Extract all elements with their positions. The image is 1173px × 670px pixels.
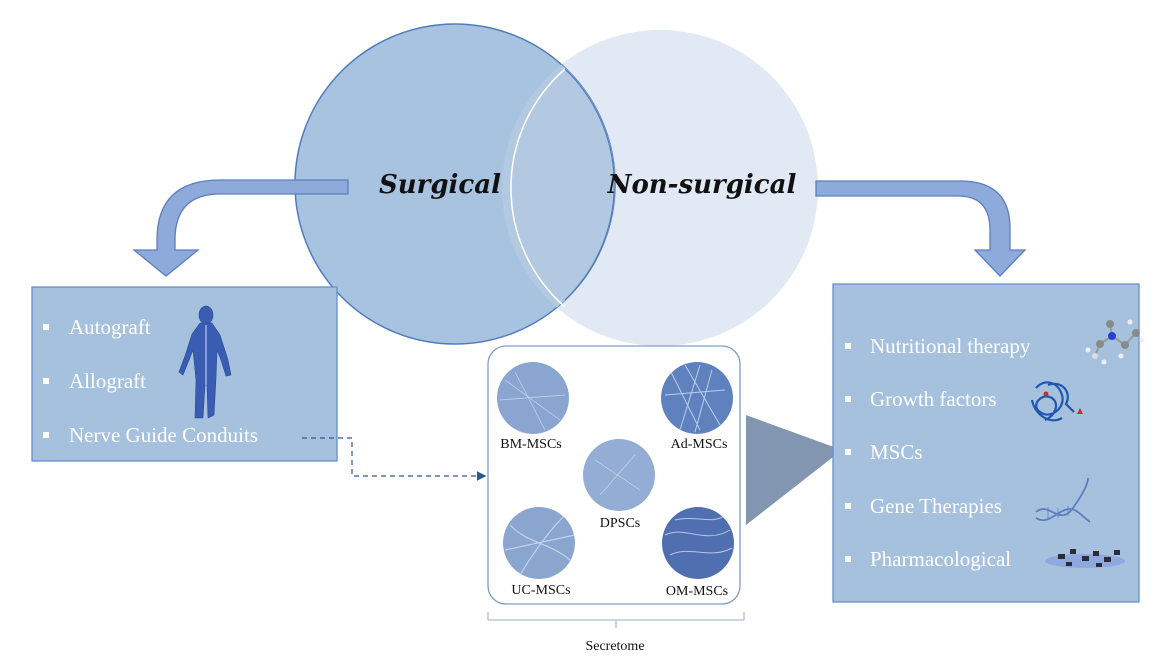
cell-bm-mscs: BM-MSCs <box>497 362 569 452</box>
item-label: Growth factors <box>870 387 997 411</box>
item-label: Nerve Guide Conduits <box>69 423 258 447</box>
cell-label: Ad-MSCs <box>671 437 728 452</box>
dna-icon <box>1035 477 1091 523</box>
bullet-icon <box>845 503 851 509</box>
nonsurgical-item-2: MSCs <box>845 440 923 464</box>
secretome-to-mscs-triangle <box>746 415 842 525</box>
item-label: MSCs <box>870 440 923 464</box>
surgical-item-0: Autograft <box>43 315 151 339</box>
nonsurgical-item-0: Nutritional therapy <box>845 319 1145 365</box>
item-label: Allograft <box>69 369 146 393</box>
cell-ad-mscs: Ad-MSCs <box>661 362 733 452</box>
bullet-icon <box>43 378 49 384</box>
cell-uc-mscs: UC-MSCs <box>503 507 575 598</box>
venn-diagram: Surgical Non-surgical <box>294 23 818 346</box>
surgical-item-2: Nerve Guide Conduits <box>43 423 258 447</box>
nonsurgical-options-box: Nutritional therapy <box>832 283 1145 603</box>
nonsurgical-item-4: Pharmacological <box>845 547 1125 571</box>
surgical-options-box: Autograft Allograft Nerve Guide Conduits <box>31 286 338 462</box>
venn-overlap <box>502 30 615 344</box>
protein-structure-icon <box>1030 381 1083 422</box>
cell-label: UC-MSCs <box>511 583 570 598</box>
secretome-bracket <box>487 612 745 628</box>
cell-label: OM-MSCs <box>666 584 728 599</box>
nonsurgical-arrow <box>815 180 1027 277</box>
bullet-icon <box>845 449 851 455</box>
nonsurgical-label: Non-surgical <box>607 170 797 200</box>
molecule-icon <box>1085 319 1145 365</box>
nonsurgical-item-1: Growth factors <box>845 381 1083 422</box>
item-label: Autograft <box>69 315 151 339</box>
bullet-icon <box>845 343 851 349</box>
item-label: Pharmacological <box>870 547 1011 571</box>
pills-icon <box>1045 549 1125 568</box>
bullet-icon <box>845 396 851 402</box>
surgical-item-1: Allograft <box>43 369 146 393</box>
cell-label: BM-MSCs <box>500 437 561 452</box>
secretome-panel: BM-MSCs Ad-MSCs DPSCs UC-MSCs <box>487 345 745 654</box>
cell-label: DPSCs <box>600 516 640 531</box>
surgical-arrow <box>132 179 349 277</box>
surgical-label: Surgical <box>379 170 501 200</box>
secretome-caption: Secretome <box>585 639 644 654</box>
bullet-icon <box>43 432 49 438</box>
dashed-connector <box>302 437 487 481</box>
nonsurgical-item-3: Gene Therapies <box>845 477 1091 523</box>
bullet-icon <box>43 324 49 330</box>
item-label: Nutritional therapy <box>870 334 1031 358</box>
overlap-left-edge <box>510 68 566 308</box>
cell-dpscs: DPSCs <box>583 439 655 531</box>
item-label: Gene Therapies <box>870 494 1002 518</box>
human-nervous-system-icon <box>178 305 232 419</box>
bullet-icon <box>845 556 851 562</box>
cell-om-mscs: OM-MSCs <box>662 507 734 599</box>
overlap-right-edge <box>564 68 615 301</box>
